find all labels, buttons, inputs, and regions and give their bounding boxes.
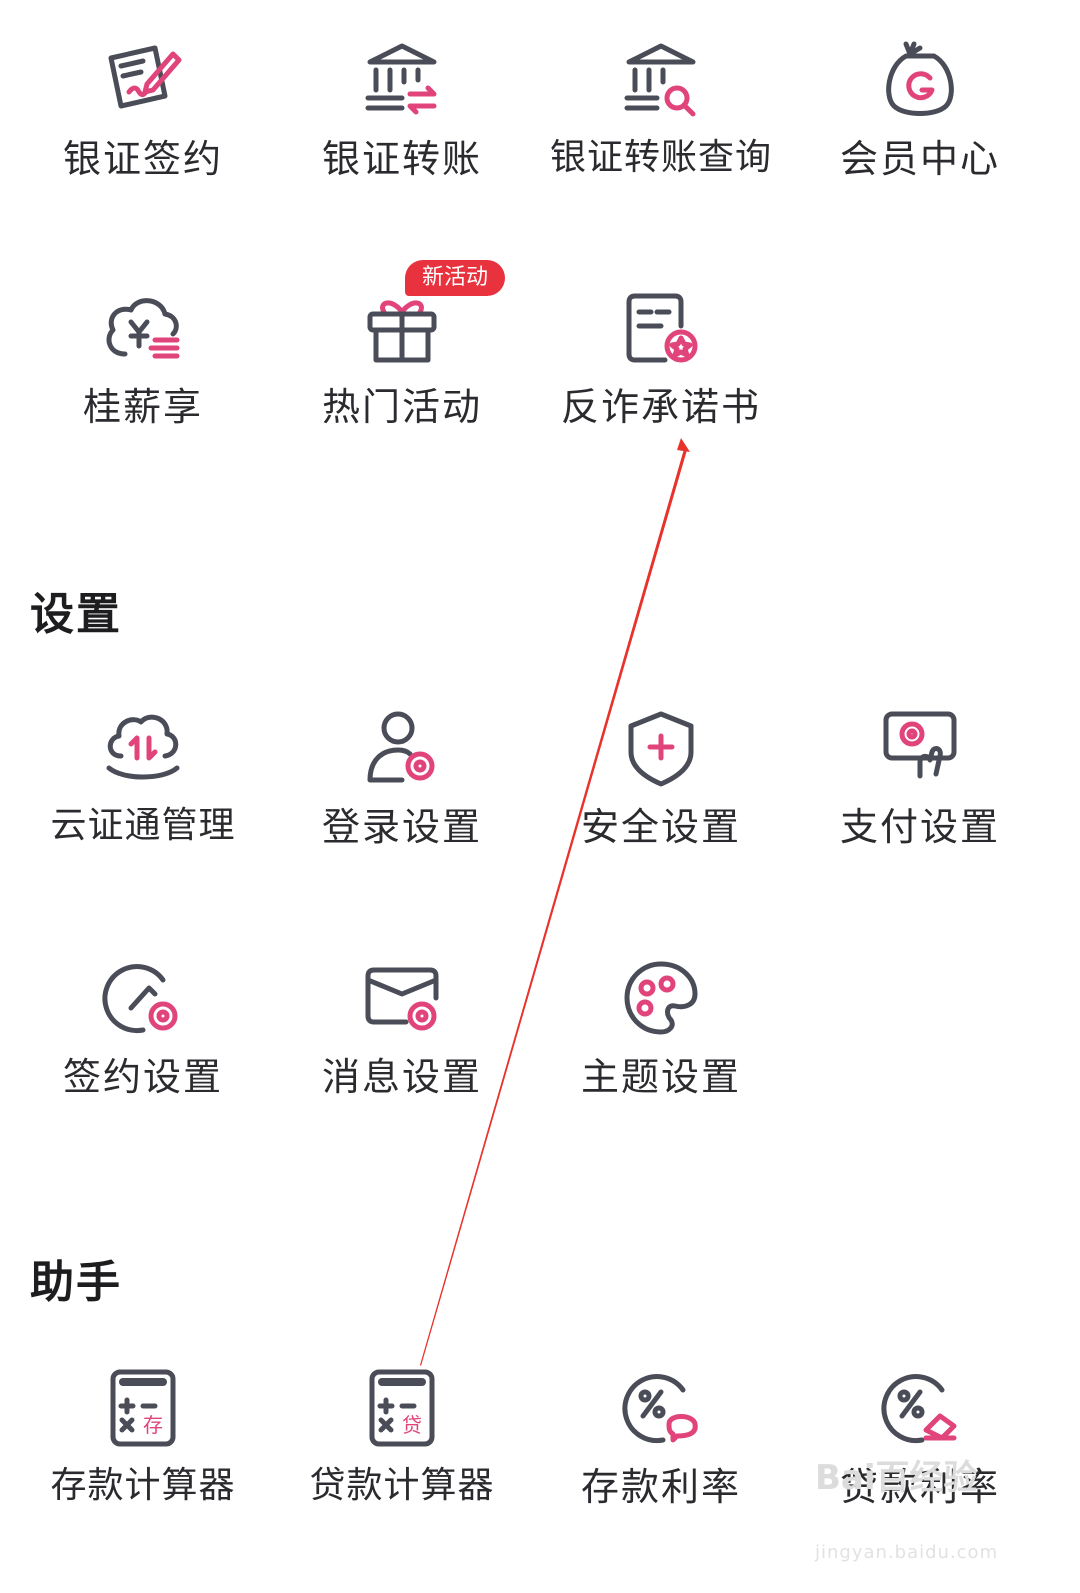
contract-sign-icon <box>108 45 182 109</box>
grid-item-theme-settings[interactable]: 主题设置 <box>531 928 791 1158</box>
grid-item-login-settings[interactable]: 登录设置 <box>272 678 532 908</box>
grid-item-label: 会员中心 <box>839 137 1000 181</box>
loan-rate-icon <box>881 1374 957 1444</box>
grid-item-label: 热门活动 <box>321 385 482 429</box>
money-bag-icon <box>886 41 954 116</box>
gift-icon <box>367 300 437 363</box>
message-settings-icon <box>365 967 439 1031</box>
grid-item-sign-settings[interactable]: 签约设置 <box>13 928 273 1158</box>
grid-item-security-settings[interactable]: 安全设置 <box>531 678 791 908</box>
deposit-rate-icon <box>622 1374 698 1444</box>
grid-item-label: 贷款计算器 <box>309 1465 495 1506</box>
grid-item-bank-transfer-query[interactable]: 银证转账查询 <box>531 10 791 240</box>
loan-calculator-icon: 贷 <box>369 1369 435 1447</box>
grid-item-salary-share[interactable]: 桂薪享 <box>13 258 273 488</box>
grid-item-anti-fraud-pledge[interactable]: 反诈承诺书 <box>531 258 791 488</box>
grid-item-label: 存款计算器 <box>50 1465 236 1506</box>
grid-item-message-settings[interactable]: 消息设置 <box>272 928 532 1158</box>
grid-item-member-center[interactable]: 会员中心 <box>790 10 1050 240</box>
grid-item-label: 银证签约 <box>62 137 223 181</box>
palette-icon <box>624 961 698 1035</box>
grid-item-bank-securities-sign[interactable]: 银证签约 <box>13 10 273 240</box>
deposit-calculator-icon: 存 <box>110 1369 176 1447</box>
grid-item-deposit-rate[interactable]: 存款利率 <box>531 1338 791 1568</box>
bank-transfer-icon <box>365 43 437 115</box>
new-activity-badge: 新活动 <box>405 260 505 296</box>
grid-item-label: 签约设置 <box>62 1055 223 1099</box>
grid-item-label: 消息设置 <box>321 1055 482 1099</box>
shield-icon <box>628 711 694 787</box>
grid-item-label: 桂薪享 <box>82 385 203 429</box>
grid-item-deposit-calculator[interactable]: 存 存款计算器 <box>13 1338 273 1568</box>
user-settings-icon <box>367 711 435 783</box>
grid-item-label: 银证转账查询 <box>549 137 772 178</box>
settings-section-title: 设置 <box>30 589 122 640</box>
grid-item-label: 银证转账 <box>321 137 482 181</box>
anti-fraud-doc-icon <box>626 293 698 363</box>
grid-item-hot-activities[interactable]: 热门活动 <box>272 258 532 488</box>
assistant-section-title: 助手 <box>30 1257 122 1308</box>
grid-item-loan-calculator[interactable]: 贷 贷款计算器 <box>272 1338 532 1568</box>
grid-item-label: 安全设置 <box>580 805 741 849</box>
watermark-brand: Bai百经验 <box>815 1458 978 1498</box>
watermark-site: jingyan.baidu.com <box>815 1542 999 1563</box>
grid-item-label: 反诈承诺书 <box>560 385 761 429</box>
sign-settings-icon <box>102 964 178 1034</box>
grid-item-label: 存款利率 <box>580 1465 741 1509</box>
watermark: Bai百经验 jingyan.baidu.com <box>815 1450 1015 1563</box>
grid-item-payment-settings[interactable]: 支付设置 <box>790 678 1050 908</box>
cloud-cert-icon <box>106 714 180 780</box>
calculator-glyph: 贷 <box>402 1413 422 1437</box>
grid-item-label: 主题设置 <box>580 1055 741 1099</box>
grid-item-cloud-cert-management[interactable]: 云证通管理 <box>13 678 273 908</box>
grid-item-label: 贷款利率 <box>839 1465 1000 1509</box>
grid-item-label: 支付设置 <box>839 805 1000 849</box>
grid-item-loan-rate[interactable]: 贷款利率 <box>790 1338 1050 1568</box>
grid-item-label: 云证通管理 <box>50 805 236 846</box>
grid-item-label: 登录设置 <box>321 805 482 849</box>
grid-item-bank-securities-transfer[interactable]: 银证转账 <box>272 10 532 240</box>
salary-cloud-icon <box>106 298 180 359</box>
payment-settings-icon <box>883 711 957 779</box>
calculator-glyph: 存 <box>143 1413 163 1437</box>
bank-search-icon <box>624 43 696 117</box>
